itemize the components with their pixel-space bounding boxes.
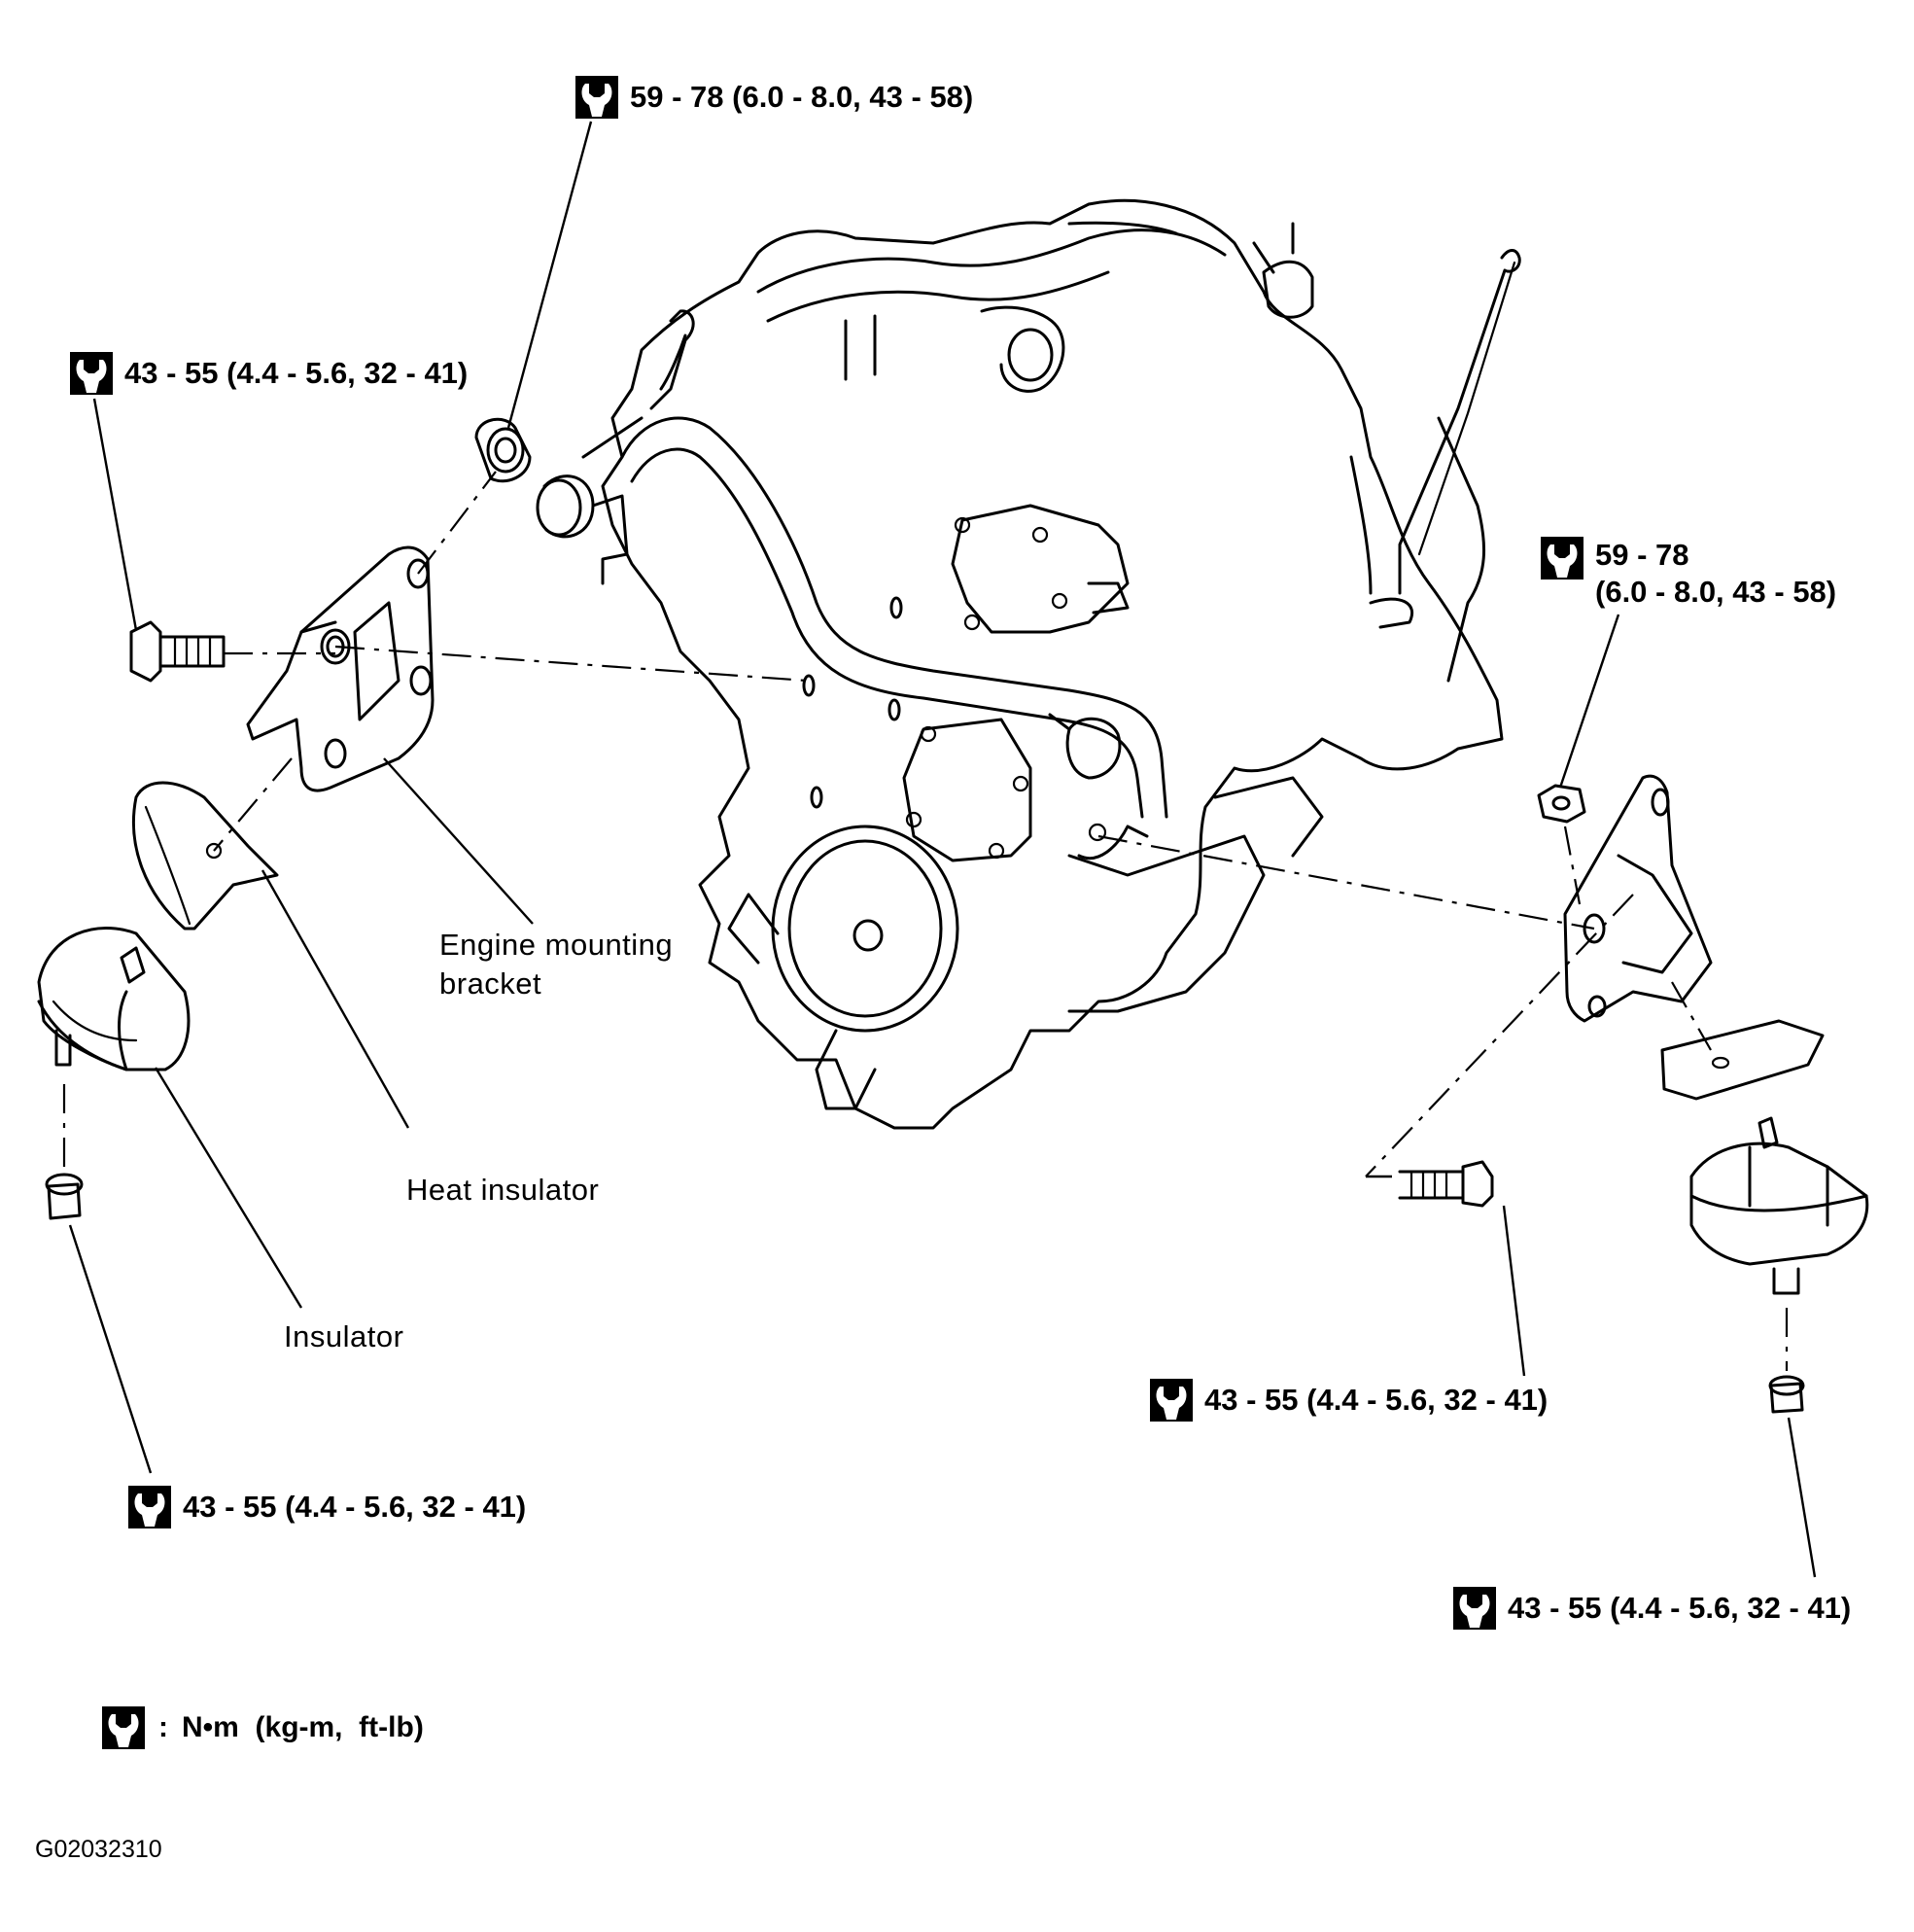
torque-spec-top-center: 59 - 78 (6.0 - 8.0, 43 - 58) [575, 76, 973, 119]
torque-value: 59 - 78 (6.0 - 8.0, 43 - 58) [630, 80, 974, 114]
torque-spec-bottom-right: 43 - 55 (4.4 - 5.6, 32 - 41) [1453, 1587, 1851, 1630]
label-heat-insulator: Heat insulator [406, 1173, 600, 1207]
figure-code: G02032310 [35, 1836, 162, 1863]
torque-spec-bottom-left: 43 - 55 (4.4 - 5.6, 32 - 41) [128, 1486, 526, 1528]
torque-value-units: (6.0 - 8.0, 43 - 58) [1595, 575, 1837, 609]
left-bottom-nut [45, 1173, 84, 1220]
torque-units-legend: : N•m (kg-m, ft-lb) [102, 1706, 424, 1749]
engine-block [536, 198, 1521, 1130]
torque-wrench-icon [1541, 537, 1583, 580]
torque-wrench-icon [70, 352, 113, 395]
top-bracket-nut [474, 417, 532, 483]
assembly-guide-lines [62, 471, 1789, 1371]
legend-units: N•m (kg-m, ft-lb) [182, 1711, 424, 1743]
label-insulator: Insulator [284, 1319, 404, 1353]
torque-value: 43 - 55 (4.4 - 5.6, 32 - 41) [183, 1490, 527, 1524]
left-heat-insulator [131, 781, 279, 931]
right-insulator [1689, 1116, 1869, 1295]
right-heat-insulator [1660, 1019, 1825, 1101]
label-engine-mounting-bracket: Engine mounting bracket [439, 926, 673, 1003]
left-bracket-bolt [129, 620, 226, 683]
leader-lines [68, 121, 1817, 1578]
torque-spec-top-left: 43 - 55 (4.4 - 5.6, 32 - 41) [70, 352, 468, 395]
torque-value: 43 - 55 (4.4 - 5.6, 32 - 41) [124, 356, 469, 390]
torque-value: 59 - 78 [1595, 538, 1689, 572]
torque-spec-center-bolt: 43 - 55 (4.4 - 5.6, 32 - 41) [1150, 1379, 1548, 1422]
torque-wrench-icon [102, 1706, 145, 1749]
right-bottom-nut [1768, 1375, 1805, 1414]
torque-value: 43 - 55 (4.4 - 5.6, 32 - 41) [1508, 1591, 1852, 1625]
center-bracket-bolt [1398, 1160, 1494, 1208]
legend-separator: : [158, 1711, 168, 1743]
left-insulator [37, 926, 191, 1071]
right-engine-mounting-bracket [1563, 774, 1713, 1023]
torque-wrench-icon [1453, 1587, 1496, 1630]
torque-wrench-icon [128, 1486, 171, 1528]
right-bracket-nut [1537, 784, 1586, 824]
label-line: bracket [439, 966, 542, 1001]
left-engine-mounting-bracket [246, 545, 435, 792]
label-line: Engine mounting [439, 928, 674, 962]
torque-value: 43 - 55 (4.4 - 5.6, 32 - 41) [1204, 1383, 1549, 1417]
torque-wrench-icon [1150, 1379, 1193, 1422]
torque-wrench-icon [575, 76, 618, 119]
torque-spec-right-nut: 59 - 78 (6.0 - 8.0, 43 - 58) [1541, 537, 1836, 611]
